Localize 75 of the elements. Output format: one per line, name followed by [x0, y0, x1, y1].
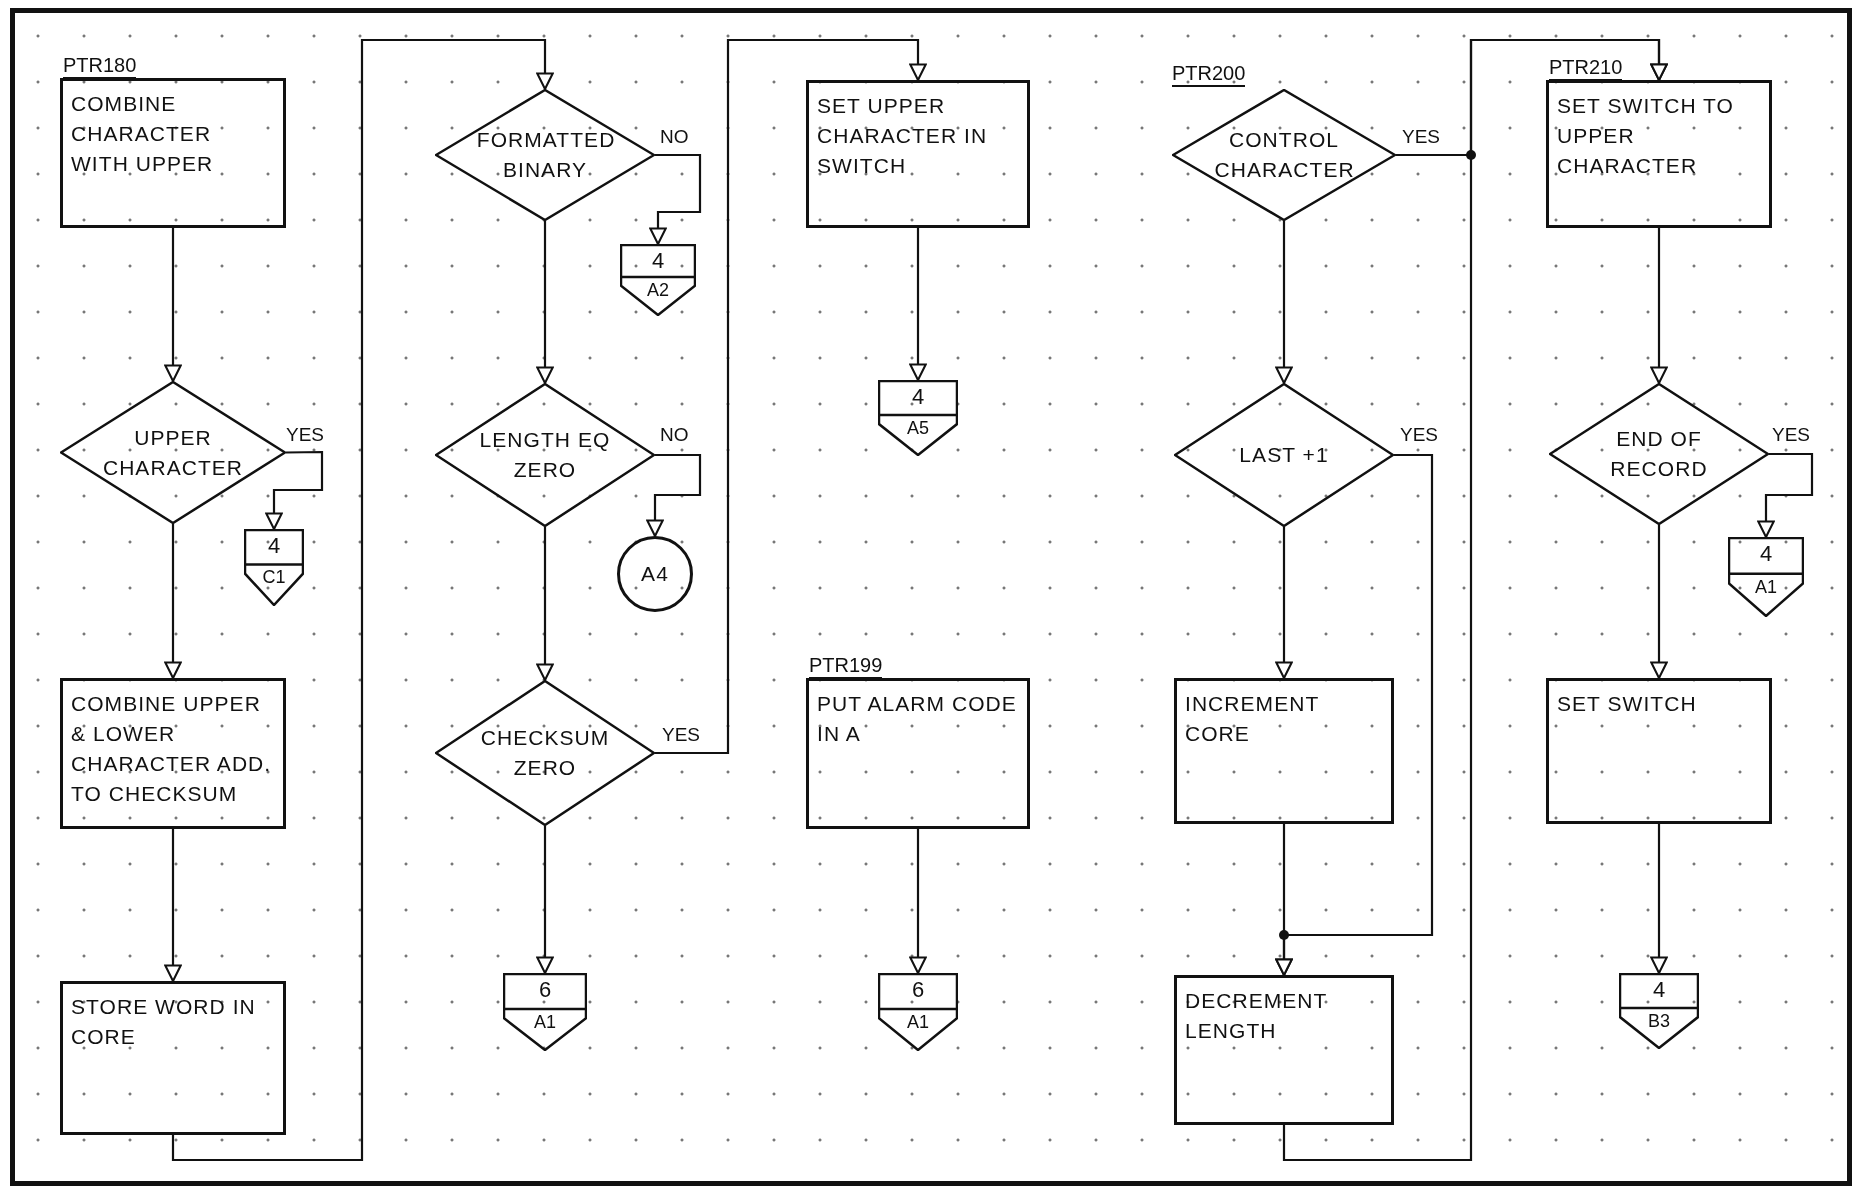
flow-arrow — [1650, 525, 1668, 680]
connector-page-number: 4 — [1758, 540, 1774, 568]
decision-text: END OF RECORD — [1609, 426, 1709, 482]
process-box — [60, 678, 286, 829]
process-box — [60, 981, 286, 1135]
connector-page-number: 6 — [537, 976, 553, 1004]
flow-arrow — [171, 38, 554, 1162]
connector-location: C1 — [261, 566, 287, 589]
routine-label: PTR199 — [809, 653, 883, 679]
flow-arrow — [164, 228, 182, 383]
process-box — [1174, 975, 1394, 1125]
flow-arrow — [1757, 452, 1814, 539]
connector-location: B3 — [1647, 1009, 1671, 1032]
off-page-connector — [878, 973, 958, 1051]
process-box — [806, 80, 1030, 228]
process-box — [1174, 678, 1394, 824]
decision-diamond — [1174, 383, 1394, 527]
flow-arrow — [1275, 221, 1293, 385]
routine-label: PTR210 — [1549, 55, 1623, 81]
process-box — [1546, 678, 1772, 824]
flow-arrow — [1650, 824, 1668, 975]
off-page-connector — [503, 973, 587, 1051]
decision-diamond — [435, 89, 655, 221]
process-text: INCREMENT CORE — [1185, 691, 1320, 747]
connector-location: A5 — [906, 416, 930, 439]
decision-diamond — [435, 383, 655, 527]
decision-text: LENGTH EQ ZERO — [478, 427, 612, 483]
off-page-connector — [244, 529, 304, 606]
flow-arrow — [1275, 527, 1293, 680]
flow-arrow — [265, 450, 324, 531]
off-page-connector — [620, 244, 696, 316]
process-text: COMBINE UPPER & LOWER CHARACTER ADD. TO CHECKSUM — [71, 691, 273, 807]
process-text: DECREMENT LENGTH — [1185, 988, 1329, 1044]
decision-diamond — [1549, 383, 1769, 525]
connector-location: A1 — [533, 1010, 557, 1033]
flow-arrow — [536, 221, 554, 385]
flow-arrow — [646, 453, 702, 538]
routine-label: PTR200 — [1172, 61, 1246, 87]
flow-arrow — [1275, 824, 1293, 977]
decision-text: FORMATTED BINARY — [476, 127, 614, 183]
flow-arrow — [536, 527, 554, 682]
process-text: SET SWITCH — [1557, 691, 1697, 717]
decision-diamond — [60, 381, 286, 524]
decision-text: CHECKSUM ZERO — [479, 725, 611, 781]
connector-page-number: 4 — [650, 247, 666, 275]
decision-text: LAST +1 — [1239, 442, 1329, 468]
process-text: SET SWITCH TO UPPER CHARACTER — [1557, 93, 1735, 179]
decision-text: CONTROL CHARACTER — [1214, 127, 1354, 183]
flow-arrow — [649, 153, 702, 246]
connector-page-number: 4 — [910, 383, 926, 411]
process-text: PUT ALARM CODE IN A — [817, 691, 1018, 747]
decision-diamond — [435, 680, 655, 826]
flow-arrow — [909, 228, 927, 382]
flow-arrow — [536, 826, 554, 975]
flow-arrow — [655, 38, 927, 755]
routine-label: PTR180 — [63, 53, 137, 79]
flow-arrow — [909, 829, 927, 975]
flow-arrow — [164, 524, 182, 680]
flow-arrow — [164, 829, 182, 983]
connector-location: A1 — [1754, 575, 1778, 598]
connector-label: A4 — [641, 561, 669, 587]
process-text: COMBINE CHARACTER WITH UPPER — [71, 91, 215, 177]
decision-text: UPPER CHARACTER — [102, 424, 244, 481]
process-text: SET UPPER CHARACTER IN SWITCH — [817, 93, 989, 179]
process-text: STORE WORD IN CORE — [71, 994, 257, 1050]
off-page-connector — [1619, 973, 1699, 1049]
flow-arrow — [1650, 228, 1668, 385]
connector-page-number: 4 — [266, 532, 282, 560]
connector-page-number: 6 — [910, 976, 926, 1004]
connector-location: A1 — [906, 1010, 930, 1033]
flow-arrow — [1282, 38, 1668, 1162]
off-page-connector — [878, 380, 958, 456]
connector-page-number: 4 — [1651, 976, 1667, 1004]
connector-location: A2 — [646, 279, 670, 302]
off-page-connector — [1728, 537, 1804, 617]
